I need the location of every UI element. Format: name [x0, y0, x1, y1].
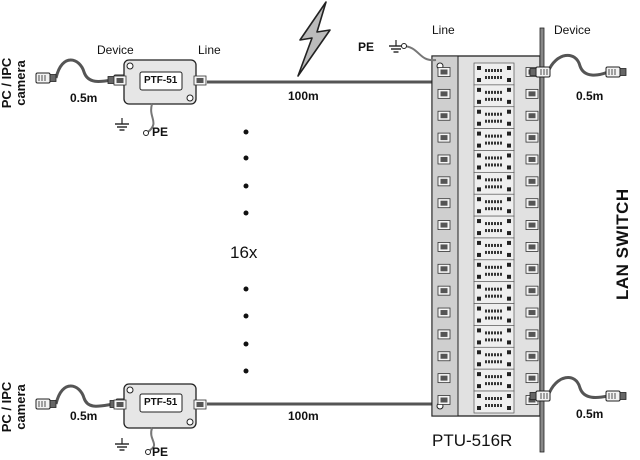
- panel-protection-module: [473, 368, 515, 392]
- cable-length-top-left: 0.5m: [70, 91, 98, 105]
- panel-device-port-icon: [525, 351, 539, 362]
- panel-protection-module: [473, 259, 515, 283]
- top-camera-cable: [35, 58, 129, 86]
- panel-device-port-icon: [525, 241, 539, 252]
- panel-line-port-icon: [437, 373, 451, 384]
- panel-line-port-icon: [437, 88, 451, 99]
- cable-length-bottom-right: 0.5m: [576, 407, 604, 421]
- lightning-icon: [297, 1, 331, 77]
- panel-protection-module: [473, 171, 515, 195]
- panel-device-port-icon: [525, 220, 539, 231]
- panel-line-port-icon: [437, 307, 451, 318]
- top-pe-wire: [147, 103, 155, 133]
- panel-protection-module: [473, 215, 515, 239]
- panel-protection-module: [473, 281, 515, 305]
- panel-device-port-icon: [525, 329, 539, 340]
- panel-protection-module: [473, 237, 515, 261]
- ellipsis-dots: [243, 129, 249, 374]
- bottom-ptf-device: [113, 383, 207, 429]
- line-length-bottom: 100m: [288, 409, 319, 423]
- panel-device-port-icon: [525, 307, 539, 318]
- rj45-port-icon: [113, 399, 127, 410]
- panel-line-port-icon: [437, 329, 451, 340]
- panel-protection-module: [473, 324, 515, 348]
- panel-device-port-icon: [525, 176, 539, 187]
- panel-line-port-icon: [437, 154, 451, 165]
- pe-label-panel: PE: [358, 40, 375, 54]
- panel-protection-module: [473, 303, 515, 327]
- panel-line-port-icon: [437, 395, 451, 405]
- panel-line-port-icon: [437, 351, 451, 362]
- line-length-top: 100m: [288, 89, 319, 103]
- panel-line-port-icon: [437, 132, 451, 143]
- device-model-bottom: PTF-51: [144, 397, 178, 408]
- panel-line-port-icon: [437, 176, 451, 187]
- panel-protection-module: [473, 346, 515, 370]
- panel-protection-module: [473, 128, 515, 152]
- panel-model-label: PTU-516R: [432, 431, 513, 450]
- panel-protection-module: [473, 193, 515, 217]
- line-label-top-right: Line: [432, 23, 455, 37]
- panel-device-port-icon: [525, 154, 539, 165]
- line-label-top-left: Line: [198, 43, 221, 57]
- rj45-plug-icon: [35, 398, 57, 410]
- panel-device-port-icon: [525, 263, 539, 274]
- device-label-top-right: Device: [554, 23, 591, 37]
- rj45-port-icon: [113, 75, 127, 86]
- rj45-plug-icon: [529, 66, 551, 78]
- rj45-plug-icon: [35, 72, 57, 84]
- panel-line-port-icon: [437, 263, 451, 274]
- panel-pe-wire: [401, 45, 437, 62]
- device-label-top-left: Device: [97, 43, 134, 57]
- ptu-panel: [431, 27, 545, 453]
- panel-device-port-icon: [525, 198, 539, 209]
- rj45-port-icon: [193, 75, 207, 86]
- ground-icon: [114, 117, 130, 131]
- channel-count: 16x: [230, 243, 258, 262]
- panel-line-port-icon: [437, 67, 451, 77]
- ground-icon: [114, 437, 130, 451]
- rj45-port-icon: [193, 399, 207, 410]
- top-switch-cable: [529, 54, 627, 78]
- cable-length-top-right: 0.5m: [576, 89, 604, 103]
- panel-protection-module: [473, 390, 515, 414]
- pe-label-top: PE: [152, 125, 169, 139]
- device-model-top: PTF-51: [144, 75, 178, 86]
- bottom-switch-cable: [529, 376, 627, 402]
- panel-device-port-icon: [525, 285, 539, 296]
- pe-label-bottom: PE: [152, 445, 169, 459]
- panel-protection-module: [473, 62, 515, 86]
- panel-line-port-icon: [437, 198, 451, 209]
- panel-line-port-icon: [437, 220, 451, 231]
- panel-device-port-icon: [525, 373, 539, 384]
- panel-protection-module: [473, 84, 515, 108]
- panel-line-port-icon: [437, 110, 451, 121]
- cable-length-bottom-left: 0.5m: [70, 409, 98, 423]
- bottom-camera-cable: [35, 384, 131, 410]
- panel-line-port-icon: [437, 285, 451, 296]
- panel-protection-module: [473, 149, 515, 173]
- ground-icon: [388, 39, 404, 53]
- lan-switch-label: LAN SWITCH: [613, 188, 632, 300]
- panel-device-port-icon: [525, 88, 539, 99]
- panel-device-port-icon: [525, 132, 539, 143]
- bottom-pe-wire: [149, 427, 155, 451]
- panel-line-port-icon: [437, 241, 451, 252]
- top-ptf-device: [113, 59, 207, 105]
- panel-protection-module: [473, 106, 515, 130]
- rj45-plug-icon: [529, 390, 551, 402]
- rj45-plug-icon: [605, 66, 627, 78]
- panel-device-port-icon: [525, 110, 539, 121]
- rj45-plug-icon: [605, 390, 627, 402]
